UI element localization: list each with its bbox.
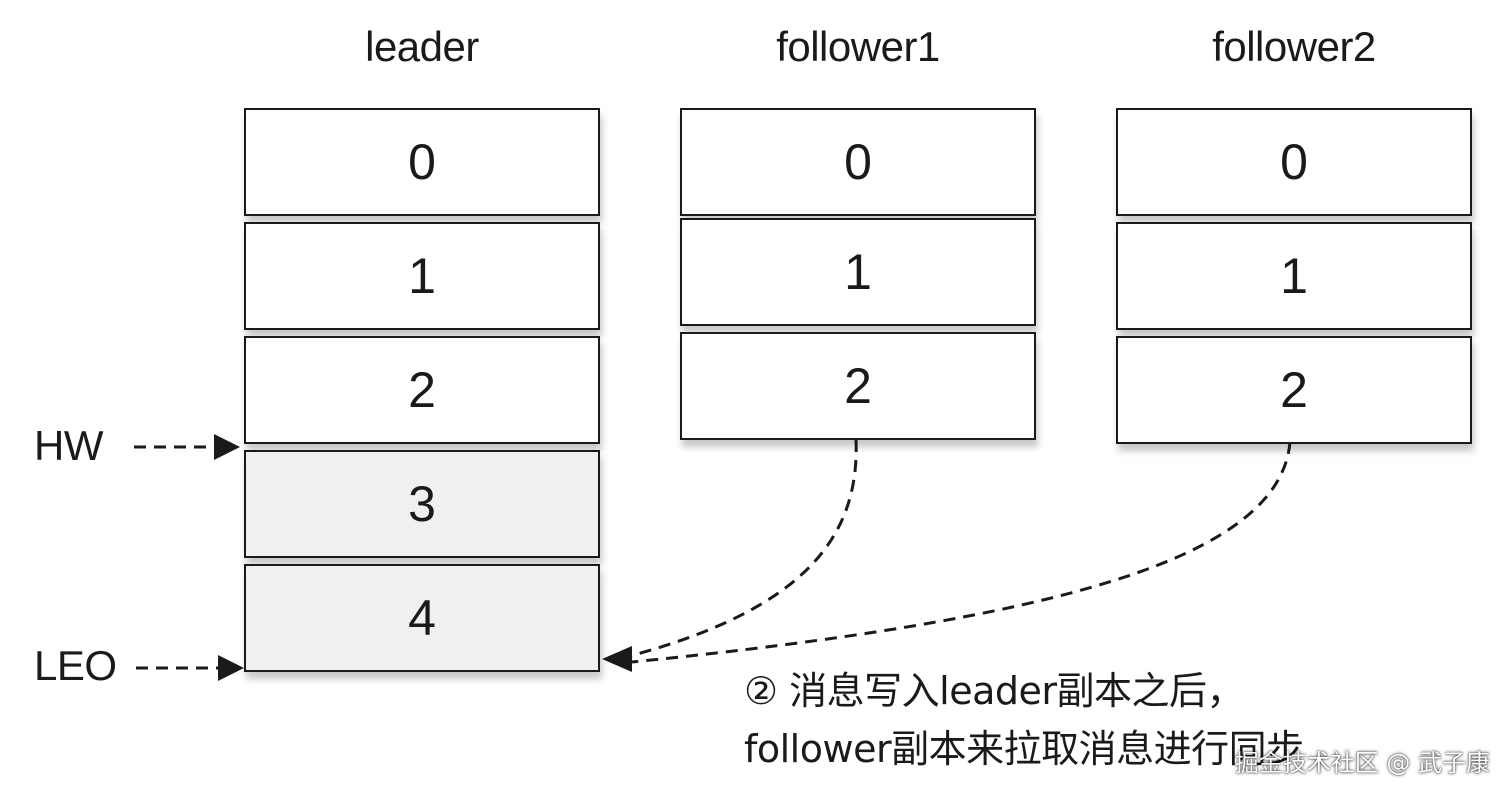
follower2-title: follower2 [1212, 23, 1376, 70]
fetch-arrowhead [602, 646, 632, 672]
leader-offset-cell: 1 [244, 222, 600, 330]
follower2-offset-cell: 0 [1116, 108, 1472, 216]
follower1-offset-cell: 0 [680, 108, 1036, 216]
follower1-offset-cell: 2 [680, 332, 1036, 440]
leader-offset-cell-uncommitted: 4 [244, 564, 600, 672]
leader-offset-cell: 0 [244, 108, 600, 216]
leader-title: leader [365, 23, 479, 70]
hw-arrow [134, 434, 240, 460]
follower1-title: follower1 [776, 23, 940, 70]
note-line-1: ② 消息写入leader副本之后， [744, 669, 1245, 713]
follower2-offset-cell: 2 [1116, 336, 1472, 444]
follower1-fetch-arrow [629, 439, 858, 658]
follower1-offset-cell: 1 [680, 218, 1036, 326]
note-line-2: follower副本来拉取消息进行同步 [744, 727, 1304, 771]
leo-label: LEO [34, 642, 117, 689]
leader-offset-cell: 2 [244, 336, 600, 444]
follower2-offset-cell: 1 [1116, 222, 1472, 330]
leader-offset-cell-uncommitted: 3 [244, 450, 600, 558]
hw-label: HW [34, 422, 103, 469]
leo-arrow [136, 655, 244, 681]
watermark: 掘金技术社区 @ 武子康 [1234, 749, 1490, 777]
follower2-fetch-arrow [631, 441, 1292, 664]
